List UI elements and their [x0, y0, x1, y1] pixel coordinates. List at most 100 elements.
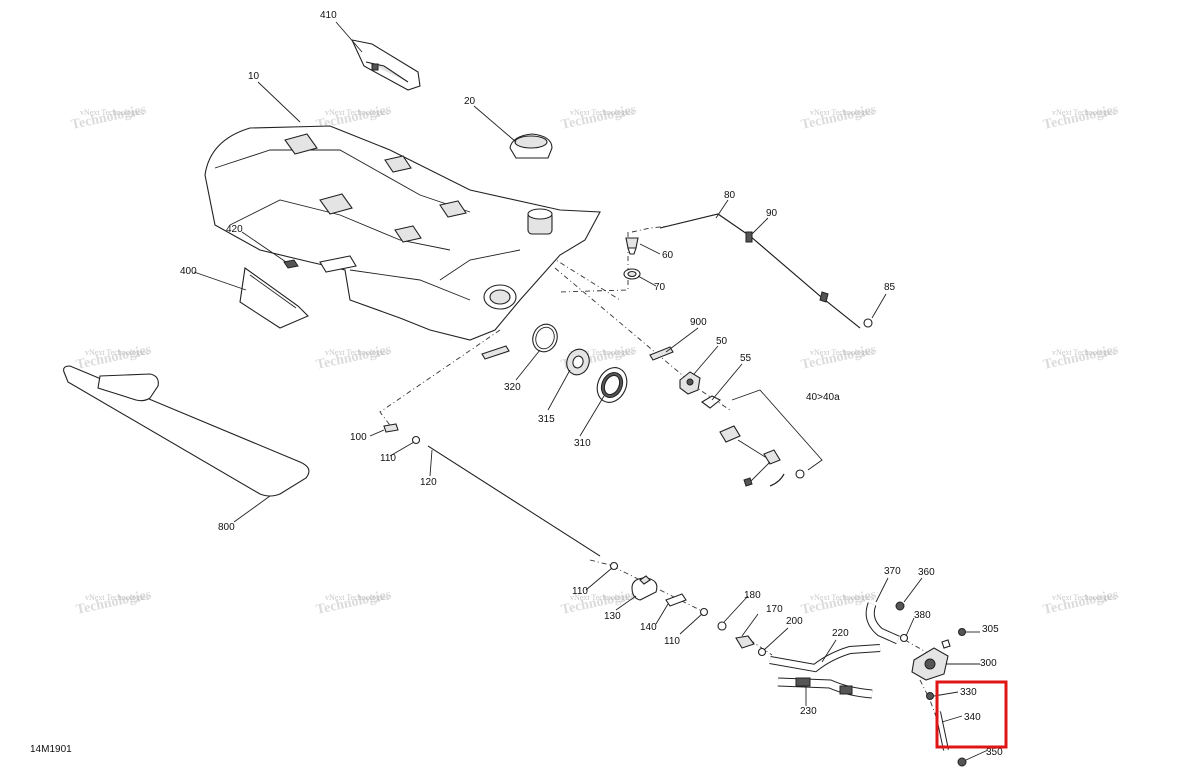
svg-text:vNext Technologies: vNext Technologies [85, 593, 149, 602]
callout-85[interactable]: 85 [884, 282, 896, 293]
part-70-grommet[interactable] [623, 268, 641, 280]
part-420-clip[interactable] [283, 259, 299, 269]
callout-360[interactable]: 360 [918, 567, 935, 578]
part-300-fuel-pump[interactable] [911, 639, 951, 681]
callout-320[interactable]: 320 [504, 382, 521, 393]
part-10-fuel-tank[interactable] [204, 125, 601, 341]
part-220-hose[interactable] [769, 644, 881, 673]
part-110-clamp-third[interactable] [699, 607, 709, 617]
svg-text:Technologies: Technologies [1042, 587, 1120, 618]
part-330-clamp[interactable] [926, 692, 934, 700]
callout-120[interactable]: 120 [420, 477, 437, 488]
callout-410[interactable]: 410 [320, 10, 337, 21]
highlight-box [935, 680, 1008, 749]
part-315-gasket[interactable] [563, 346, 593, 378]
svg-text:vNext Technologies: vNext Technologies [810, 348, 874, 357]
part-85-cap[interactable] [863, 318, 873, 328]
callout-55[interactable]: 55 [740, 353, 752, 364]
callout-100[interactable]: 100 [350, 432, 367, 443]
part-200-clamp[interactable] [757, 647, 767, 657]
callout-110-b[interactable]: 110 [572, 586, 588, 597]
part-340-hose[interactable] [935, 711, 949, 751]
part-170-valve[interactable] [735, 635, 755, 649]
svg-text:vNext Technologies: vNext Technologies [325, 108, 389, 117]
callout-90[interactable]: 90 [766, 208, 778, 219]
svg-text:vNext Technologies: vNext Technologies [570, 108, 634, 117]
callout-110[interactable]: 110 [380, 453, 396, 464]
watermark: vNext Technologies Technologies [315, 342, 393, 373]
part-305-bolt[interactable] [958, 628, 966, 636]
callout-110-c[interactable]: 110 [664, 636, 680, 647]
callout-400[interactable]: 400 [180, 266, 197, 277]
watermark: vNext Technologies Technologies [315, 587, 393, 618]
part-400-shield-plate[interactable] [239, 267, 309, 329]
svg-text:Technologies: Technologies [315, 587, 393, 618]
callout-310[interactable]: 310 [574, 438, 591, 449]
callout-50[interactable]: 50 [716, 336, 728, 347]
svg-text:Technologies: Technologies [75, 342, 153, 373]
part-320-o-ring[interactable] [529, 321, 561, 356]
part-360-clamp[interactable] [895, 601, 905, 611]
part-350-clamp[interactable] [957, 757, 967, 767]
callout-350[interactable]: 350 [986, 747, 1003, 758]
part-370-hose[interactable] [865, 602, 900, 645]
part-110-clamp[interactable] [411, 435, 421, 445]
callout-340[interactable]: 340 [964, 712, 981, 723]
part-900-strip[interactable] [649, 346, 674, 361]
callout-330[interactable]: 330 [960, 687, 977, 698]
part-410-heat-shield[interactable] [351, 39, 421, 91]
part-130-filter[interactable] [631, 575, 658, 601]
callout-140[interactable]: 140 [640, 622, 657, 633]
part-380-clamp[interactable] [899, 633, 909, 643]
callout-230[interactable]: 230 [800, 706, 817, 717]
callout-220[interactable]: 220 [832, 628, 849, 639]
part-100-fitting[interactable] [383, 423, 399, 433]
watermark: vNext Technologies Technologies [800, 342, 878, 373]
callout-10[interactable]: 10 [248, 71, 260, 82]
callout-20[interactable]: 20 [464, 96, 476, 107]
callout-420[interactable]: 420 [226, 224, 243, 235]
callout-315[interactable]: 315 [538, 414, 555, 425]
callout-40-40a[interactable]: 40>40a [806, 392, 840, 403]
part-310-lock-ring[interactable] [592, 363, 633, 407]
part-230-hose[interactable] [777, 677, 873, 699]
part-55-clip[interactable] [701, 395, 722, 409]
callout-70[interactable]: 70 [654, 282, 666, 293]
svg-text:Technologies: Technologies [1042, 102, 1120, 133]
watermark: vNext Technologies Technologies [800, 102, 878, 133]
callout-900[interactable]: 900 [690, 317, 707, 328]
svg-text:vNext Technologies: vNext Technologies [810, 108, 874, 117]
part-120-fuel-line[interactable] [427, 445, 601, 557]
part-40-sender[interactable] [719, 389, 823, 487]
callout-300[interactable]: 300 [980, 658, 997, 669]
callout-800[interactable]: 800 [218, 522, 235, 533]
part-180-clamp[interactable] [717, 621, 727, 631]
part-110-clamp-lower[interactable] [609, 561, 619, 571]
callout-200[interactable]: 200 [786, 616, 803, 627]
callout-60[interactable]: 60 [662, 250, 674, 261]
watermark: vNext Technologies Technologies [1042, 342, 1120, 373]
callout-80[interactable]: 80 [724, 190, 736, 201]
callout-labels: 410 10 20 80 90 60 70 85 420 400 900 50 … [180, 10, 1003, 758]
part-60-valve[interactable] [625, 237, 639, 255]
svg-text:vNext Technologies: vNext Technologies [1052, 108, 1116, 117]
callout-370[interactable]: 370 [884, 566, 901, 577]
svg-text:vNext Technologies: vNext Technologies [80, 108, 144, 117]
watermark: vNext Technologies Technologies [1042, 102, 1120, 133]
callout-305[interactable]: 305 [982, 624, 999, 635]
part-50-connector[interactable] [679, 371, 701, 395]
callout-380[interactable]: 380 [914, 610, 931, 621]
part-320-strip[interactable] [481, 345, 510, 360]
part-80-90-vent-tube[interactable] [659, 213, 861, 329]
callout-130[interactable]: 130 [604, 611, 621, 622]
part-20-fuel-cap[interactable] [509, 133, 553, 159]
part-800-pad[interactable] [63, 365, 310, 497]
callout-170[interactable]: 170 [766, 604, 783, 615]
svg-text:vNext Technologies: vNext Technologies [1052, 593, 1116, 602]
watermark: vNext Technologies Technologies [70, 102, 148, 133]
watermark: vNext Technologies Technologies [75, 587, 153, 618]
callout-180[interactable]: 180 [744, 590, 761, 601]
part-140-connector[interactable] [665, 593, 687, 607]
